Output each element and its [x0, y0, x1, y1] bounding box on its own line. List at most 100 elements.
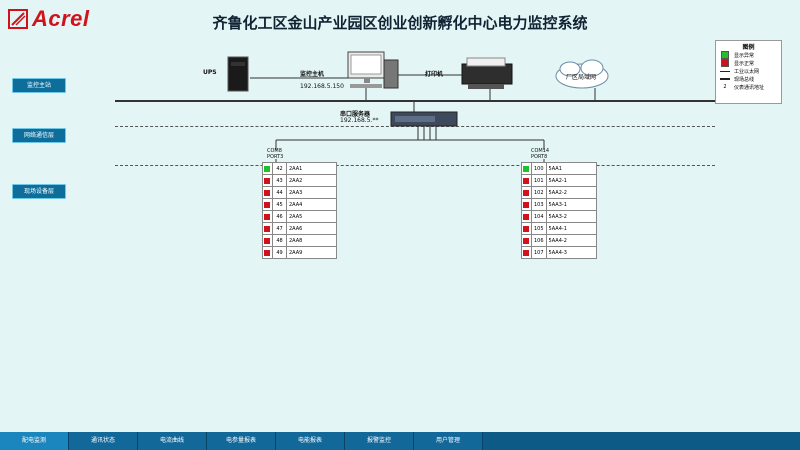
- legend-item: 显示正常: [716, 59, 781, 67]
- legend-item: 显示异常: [716, 51, 781, 59]
- legend-title: 图例: [742, 44, 755, 51]
- status-indicator-icon: [264, 165, 270, 172]
- status-cell: [262, 162, 273, 175]
- legend-label: 工业以太网: [734, 68, 760, 75]
- nav-network-layer[interactable]: 网络通信层: [12, 128, 66, 143]
- address-cell: 49: [272, 246, 287, 259]
- printer-label: 打印机: [425, 71, 444, 78]
- status-cell: [262, 222, 273, 235]
- status-cell: [262, 246, 273, 259]
- status-indicator-icon: [264, 249, 270, 256]
- printer-icon[interactable]: [461, 57, 513, 89]
- ups-device-icon[interactable]: [227, 56, 249, 92]
- tab-current-curve[interactable]: 电流曲线: [138, 432, 207, 450]
- lan-cloud-icon: [555, 59, 609, 89]
- address-cell: 48: [272, 234, 287, 247]
- brand-logo: Acrel: [8, 6, 90, 32]
- status-indicator-icon: [523, 165, 529, 172]
- device-name-cell: 2AA1: [286, 162, 337, 175]
- lan-label: 厂区局域网: [566, 74, 597, 81]
- left-port-label: PORT3: [267, 154, 284, 160]
- legend-item: 现场总线: [716, 75, 781, 83]
- address-cell: 105: [531, 222, 547, 235]
- status-indicator-icon: [264, 189, 270, 196]
- tab-user-management[interactable]: 用户管理: [414, 432, 483, 450]
- brand-name: Acrel: [32, 6, 90, 31]
- acrel-logo-icon: [8, 9, 28, 29]
- status-indicator-icon: [523, 249, 529, 256]
- green-square-icon: [721, 51, 729, 59]
- header-bar: Acrel 齐鲁化工区金山产业园区创业创新孵化中心电力监控系统: [0, 0, 800, 42]
- red-square-icon: [721, 59, 729, 67]
- address-cell: 104: [531, 210, 547, 223]
- device-name-cell: 5AA4-2: [545, 234, 597, 247]
- device-name-cell: 2AA9: [286, 246, 337, 259]
- layer-divider-2: [115, 165, 715, 166]
- serial-server-icon[interactable]: [390, 111, 458, 127]
- status-cell: [262, 186, 273, 199]
- status-cell: [521, 186, 532, 199]
- legend-label: 显示正常: [734, 60, 755, 67]
- status-cell: [262, 198, 273, 211]
- status-cell: [521, 234, 532, 247]
- status-cell: [521, 198, 532, 211]
- address-cell: 43: [272, 174, 287, 187]
- legend-label: 仪表通讯地址: [734, 84, 765, 91]
- address-cell: 102: [531, 186, 547, 199]
- status-cell: [521, 210, 532, 223]
- device-name-cell: 2AA2: [286, 174, 337, 187]
- status-indicator-icon: [523, 189, 529, 196]
- legend-panel: 图例 显示异常 显示正常 工业以太网 现场总线 2 仪表通讯地址: [715, 40, 782, 104]
- status-indicator-icon: [523, 213, 529, 220]
- address-cell: 47: [272, 222, 287, 235]
- status-indicator-icon: [523, 201, 529, 208]
- status-cell: [521, 222, 532, 235]
- device-name-cell: 5AA2-2: [545, 186, 597, 199]
- host-label: 监控主机: [300, 71, 325, 78]
- tab-parameter-report[interactable]: 电参量报表: [207, 432, 276, 450]
- status-cell: [262, 174, 273, 187]
- thin-line-icon: [720, 70, 730, 72]
- status-cell: [262, 210, 273, 223]
- tab-distribution-monitor[interactable]: 配电监测: [0, 432, 69, 450]
- nav-monitoring-station[interactable]: 监控主站: [12, 78, 66, 93]
- left-com-label: COM8: [267, 148, 282, 154]
- legend-label: 现场总线: [734, 76, 755, 83]
- status-indicator-icon: [523, 237, 529, 244]
- address-cell: 103: [531, 198, 547, 211]
- bold-line-icon: [720, 78, 730, 80]
- page-title: 齐鲁化工区金山产业园区创业创新孵化中心电力监控系统: [212, 14, 588, 32]
- status-cell: [521, 174, 532, 187]
- status-cell: [521, 246, 532, 259]
- address-cell: 44: [272, 186, 287, 199]
- host-computer-icon[interactable]: [347, 51, 399, 89]
- tab-comm-status[interactable]: 通讯状态: [69, 432, 138, 450]
- device-name-cell: 2AA4: [286, 198, 337, 211]
- address-cell: 101: [531, 174, 547, 187]
- device-name-cell: 5AA4-3: [545, 246, 597, 259]
- right-com-label: COM14: [531, 148, 550, 154]
- right-port-label: PORT8: [531, 154, 548, 160]
- device-name-cell: 2AA8: [286, 234, 337, 247]
- tab-energy-report[interactable]: 电能报表: [276, 432, 345, 450]
- tab-alarm-monitor[interactable]: 报警监控: [345, 432, 414, 450]
- nav-field-layer[interactable]: 现场设备层: [12, 184, 66, 199]
